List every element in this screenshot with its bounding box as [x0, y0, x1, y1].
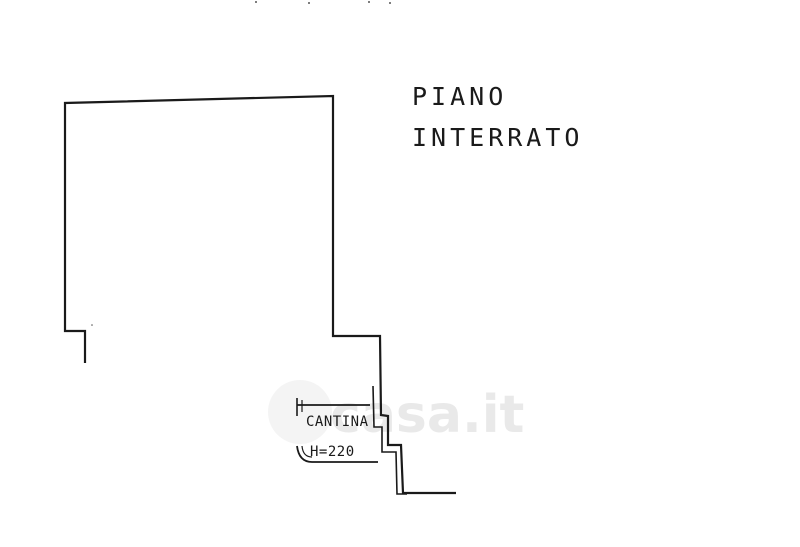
speck — [308, 2, 310, 4]
cellar-room: CANTINA H=220 — [296, 398, 378, 463]
speck — [368, 1, 370, 3]
speck — [389, 2, 391, 4]
speck — [255, 1, 257, 3]
room-height: H=220 — [310, 444, 355, 460]
outer-wall — [63, 94, 456, 495]
watermark-text: casa.it — [330, 385, 524, 445]
room-name: CANTINA — [306, 414, 369, 430]
watermark-group: casa.it — [268, 380, 524, 445]
cellar-bottom-wall — [296, 445, 378, 463]
watermark-logo-mark — [268, 380, 332, 444]
scan-specks — [91, 1, 391, 326]
speck — [91, 324, 93, 326]
floor-title-line2: INTERRATO — [412, 123, 584, 152]
inner-wall-step — [372, 385, 407, 495]
cellar-bottom-wall-inner — [301, 445, 313, 458]
floor-title-line1: PIANO — [412, 82, 508, 111]
